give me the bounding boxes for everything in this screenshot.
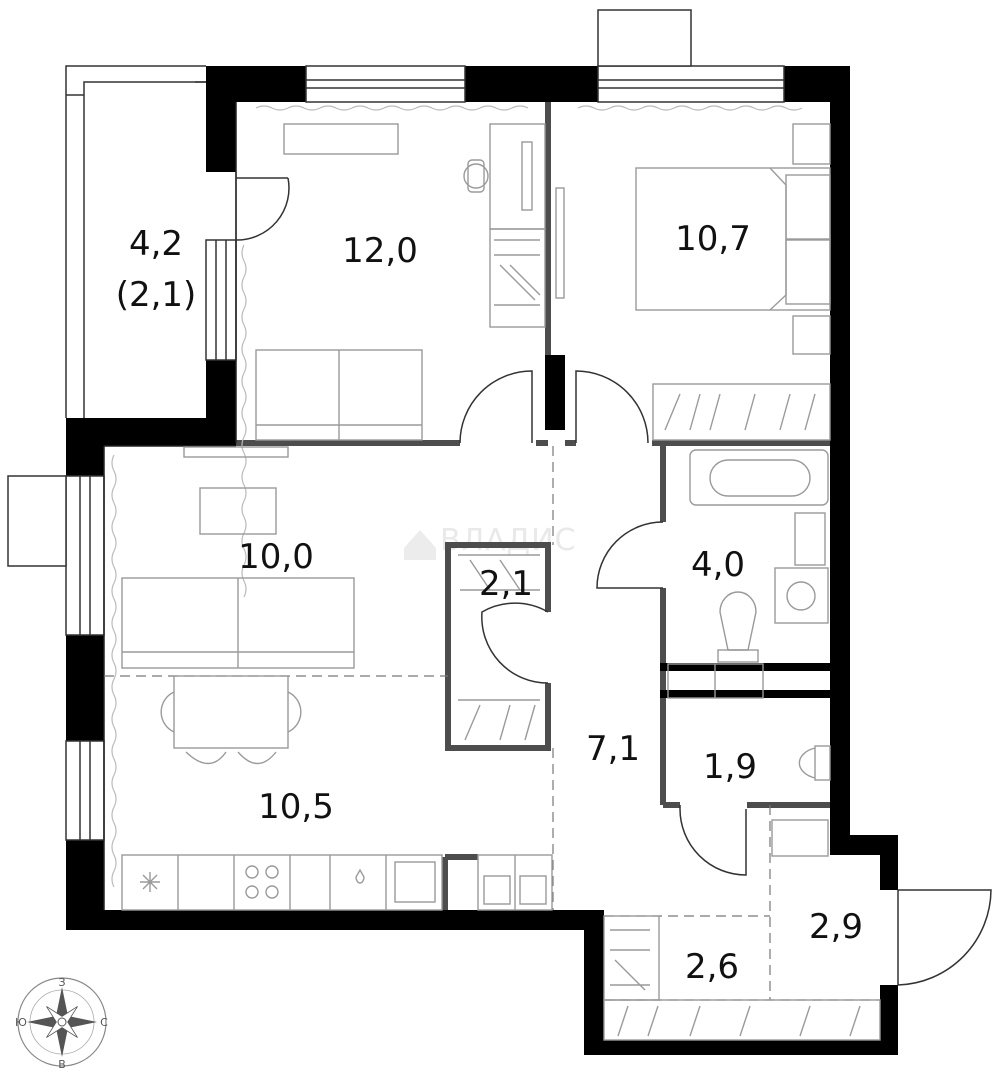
- entrance-area: 2,9: [809, 907, 863, 947]
- closet-area: 2,1: [479, 564, 533, 604]
- external-units: [7, 9, 692, 567]
- exterior-walls: [66, 66, 898, 1055]
- desk-icon: [489, 123, 546, 230]
- windows: [65, 65, 785, 841]
- balcony-outline: [65, 65, 206, 418]
- compass-ring-icon: [17, 977, 107, 1067]
- partitions: [236, 102, 830, 910]
- bath-toilet-icon: [719, 591, 757, 651]
- stove-icon: [245, 865, 259, 879]
- bathroom-area: 4,0: [691, 545, 745, 585]
- dining-table-icon: [173, 675, 289, 749]
- watermark-logo-icon: [404, 530, 436, 560]
- coffee-table-icon: [199, 487, 277, 535]
- area-labels: 4,2 (2,1) 12,0 10,7 10,0 10,5 2,1 7,1 4,…: [116, 219, 863, 987]
- compass: З В Ю С: [15, 976, 108, 1071]
- radiator-icon: [283, 123, 399, 155]
- watermark-text: ВЛАДИС: [440, 523, 577, 558]
- sink-icon: [394, 861, 436, 903]
- room-1-area: 12,0: [342, 231, 418, 271]
- wardrobe-area: 2,6: [685, 947, 739, 987]
- compass-east: С: [100, 1016, 108, 1029]
- toilet-icon: [814, 745, 831, 781]
- wardrobe-icon: [489, 228, 546, 328]
- room-2-area: 10,7: [675, 219, 751, 259]
- doors: [235, 172, 992, 986]
- nightstand-icon: [792, 123, 831, 165]
- curtains: [111, 105, 803, 888]
- toilet-area: 1,9: [703, 747, 757, 787]
- kitchen-counter-icon: [121, 854, 443, 911]
- bathtub-icon: [689, 449, 829, 506]
- compass-south: В: [58, 1058, 66, 1071]
- compass-west: Ю: [15, 1016, 27, 1029]
- furniture: [121, 123, 881, 1041]
- hall-area: 7,1: [586, 729, 640, 769]
- balcony-area-reduced: (2,1): [116, 275, 197, 315]
- washbasin-icon: [794, 512, 826, 566]
- balcony-area: 4,2: [129, 224, 183, 264]
- closet-rail-icon: [652, 383, 831, 441]
- shoe-rack-icon: [771, 819, 829, 857]
- compass-north: З: [58, 976, 65, 989]
- chair-icon: [463, 163, 489, 189]
- tv-icon: [183, 446, 289, 458]
- kitchen-area: 10,5: [258, 787, 334, 827]
- thin-lines: [103, 102, 237, 910]
- living-area: 10,0: [238, 537, 314, 577]
